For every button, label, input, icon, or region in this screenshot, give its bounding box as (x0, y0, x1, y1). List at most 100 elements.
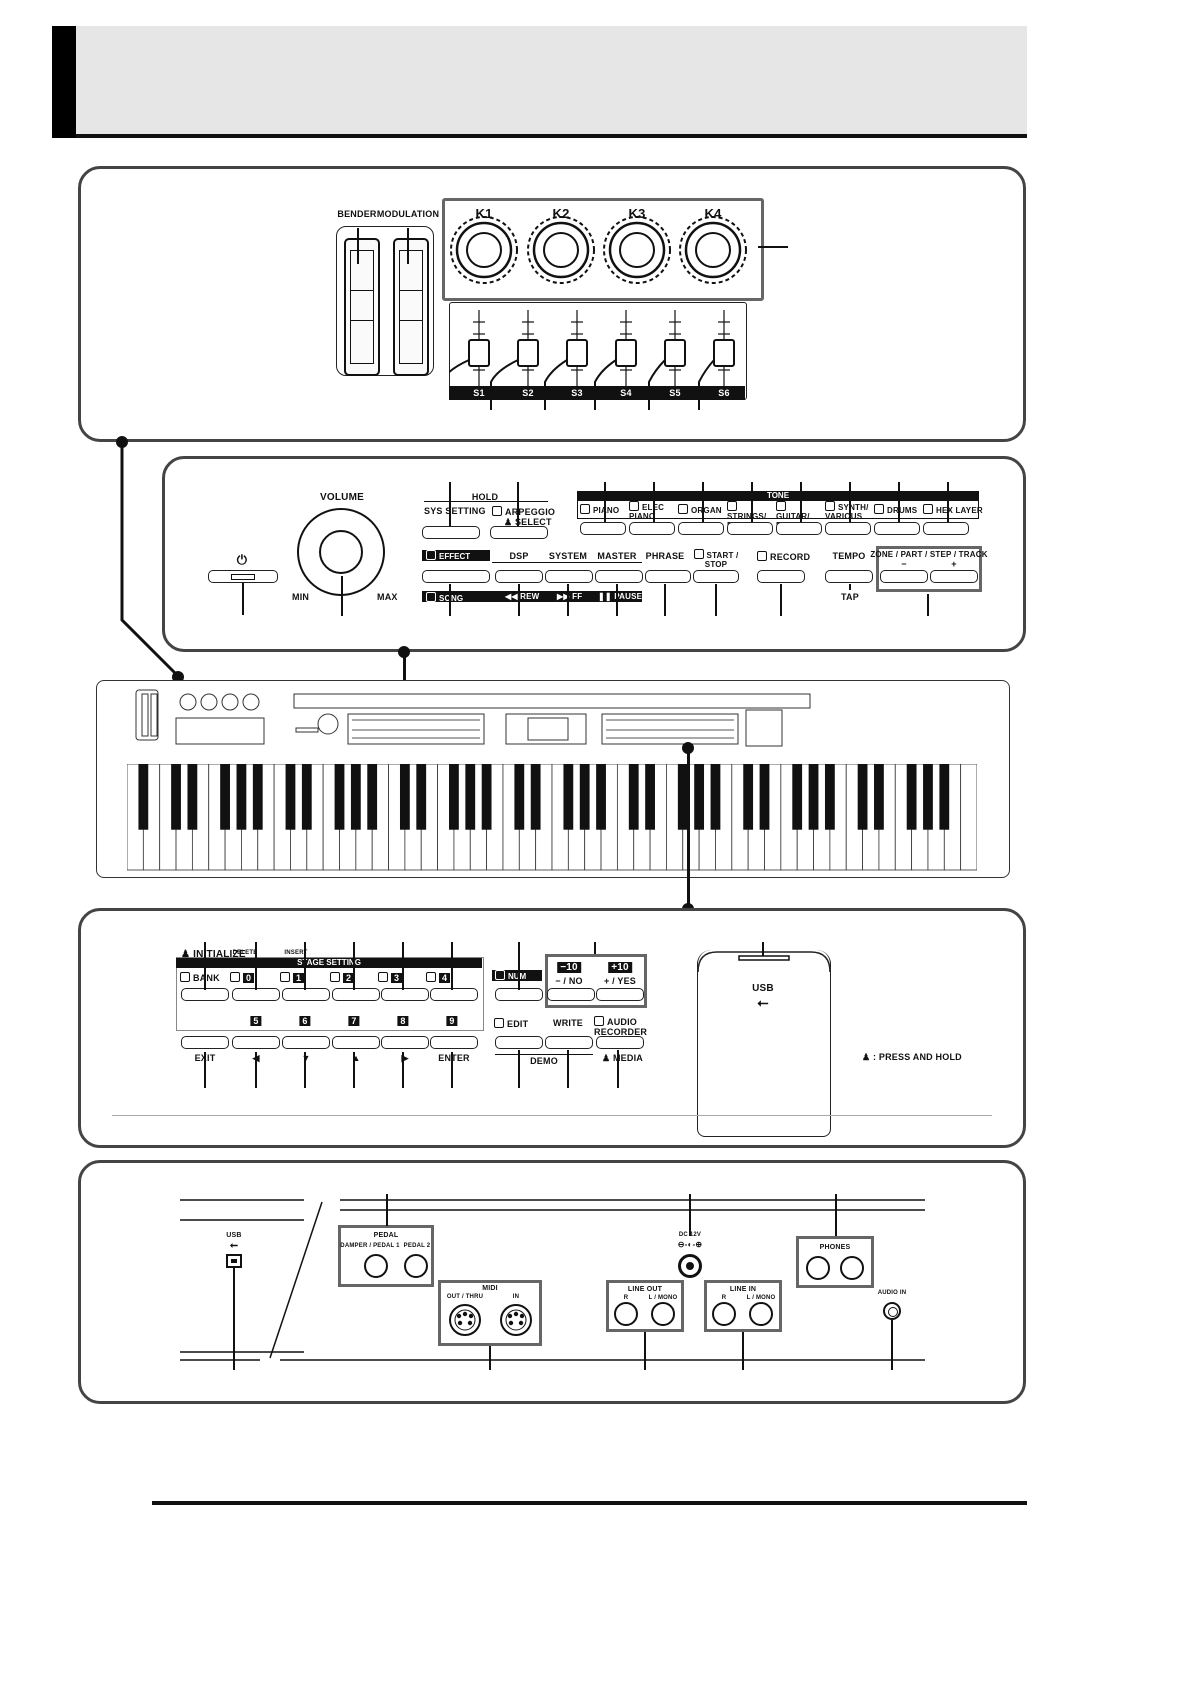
knob-k4[interactable] (679, 216, 747, 284)
black-key[interactable] (874, 764, 884, 830)
black-key[interactable] (694, 764, 705, 830)
black-key[interactable] (939, 764, 950, 830)
black-key[interactable] (759, 764, 770, 830)
record-button[interactable] (757, 570, 805, 583)
effect-button[interactable] (422, 570, 490, 583)
zone-plus-button[interactable] (930, 570, 978, 583)
stage-button-3[interactable] (381, 988, 429, 1001)
tone-button-piano[interactable] (580, 522, 626, 535)
line-in-l-jack[interactable] (749, 1302, 773, 1326)
black-key[interactable] (399, 764, 410, 830)
midi-out-port[interactable] (449, 1304, 481, 1336)
phrase-label: PHRASE (645, 551, 685, 561)
black-key[interactable] (449, 764, 459, 830)
line-in-group-frame (704, 1280, 782, 1332)
black-key[interactable] (236, 764, 247, 830)
tone-button-guitar[interactable] (776, 522, 822, 535)
black-key[interactable] (743, 764, 754, 830)
black-key[interactable] (285, 764, 296, 830)
phrase-button[interactable] (645, 570, 691, 583)
white-key[interactable] (960, 764, 977, 871)
zone-group-frame (876, 546, 982, 592)
pedal-group-frame (338, 1225, 434, 1287)
midi-in-port[interactable] (500, 1304, 532, 1336)
stage-button-2[interactable] (332, 988, 380, 1001)
tone-button-strings[interactable] (727, 522, 773, 535)
knob-k3[interactable] (603, 216, 671, 284)
effect-bar: EFFECT (422, 550, 490, 561)
black-key[interactable] (824, 764, 835, 830)
start-stop-button[interactable] (693, 570, 739, 583)
tempo-button[interactable] (825, 570, 873, 583)
line-out-l-jack[interactable] (651, 1302, 675, 1326)
black-key[interactable] (416, 764, 427, 830)
modulation-wheel[interactable] (393, 238, 429, 376)
stage-button-4[interactable] (430, 988, 478, 1001)
black-key[interactable] (367, 764, 378, 830)
line-in-r-jack[interactable] (712, 1302, 736, 1326)
black-key[interactable] (792, 764, 803, 830)
pedal1-jack[interactable] (364, 1254, 388, 1278)
black-key[interactable] (710, 764, 721, 830)
rear-usb-port[interactable] (226, 1254, 242, 1268)
black-key[interactable] (220, 764, 230, 830)
cursor-down-button[interactable] (282, 1036, 330, 1049)
black-key[interactable] (301, 764, 312, 830)
dsp-button[interactable] (495, 570, 543, 583)
black-key[interactable] (481, 764, 492, 830)
rear-usb-icon: ⭠ (229, 1240, 239, 1251)
power-button[interactable] (208, 570, 278, 583)
black-key[interactable] (138, 764, 149, 830)
knob-k2[interactable] (527, 216, 595, 284)
black-key[interactable] (171, 764, 181, 830)
song-label: SONG (426, 592, 463, 603)
cursor-up-button[interactable] (332, 1036, 380, 1049)
black-key[interactable] (252, 764, 263, 830)
black-key[interactable] (465, 764, 476, 830)
black-key[interactable] (530, 764, 541, 830)
cursor-right-button[interactable] (381, 1036, 429, 1049)
audio-in-jack[interactable] (883, 1302, 901, 1320)
audio-recorder-button[interactable] (596, 1036, 644, 1049)
black-key[interactable] (350, 764, 361, 830)
write-button[interactable] (545, 1036, 593, 1049)
sys-setting-button[interactable] (422, 526, 480, 539)
tone-button-drums[interactable] (874, 522, 920, 535)
phones-jack-2[interactable] (840, 1256, 864, 1280)
tone-button-organ[interactable] (678, 522, 724, 535)
black-key[interactable] (187, 764, 198, 830)
master-button[interactable] (595, 570, 643, 583)
black-key[interactable] (563, 764, 574, 830)
zone-minus-button[interactable] (880, 570, 928, 583)
dc-jack[interactable] (678, 1254, 702, 1278)
exit-button[interactable] (181, 1036, 229, 1049)
phones-jack-1[interactable] (806, 1256, 830, 1280)
bender-wheel[interactable] (344, 238, 380, 376)
black-key[interactable] (808, 764, 819, 830)
tone-button-hex-layer[interactable] (923, 522, 969, 535)
black-key[interactable] (596, 764, 606, 830)
system-button[interactable] (545, 570, 593, 583)
black-key[interactable] (906, 764, 917, 830)
black-key[interactable] (628, 764, 639, 830)
pedal2-jack[interactable] (404, 1254, 428, 1278)
enter-button[interactable] (430, 1036, 478, 1049)
black-key[interactable] (579, 764, 590, 830)
arpeggio-button[interactable] (490, 526, 548, 539)
tone-button-synth[interactable] (825, 522, 871, 535)
black-key[interactable] (857, 764, 868, 830)
black-key[interactable] (677, 764, 688, 830)
line-out-r-jack[interactable] (614, 1302, 638, 1326)
black-key[interactable] (334, 764, 345, 830)
cursor-left-button[interactable] (232, 1036, 280, 1049)
black-key[interactable] (514, 764, 525, 830)
edit-button[interactable] (495, 1036, 543, 1049)
record-label: RECORD (757, 551, 810, 562)
tone-button-elec-piano[interactable] (629, 522, 675, 535)
black-key[interactable] (645, 764, 655, 830)
knob-k1[interactable] (450, 216, 518, 284)
black-key[interactable] (923, 764, 933, 830)
rear-frame-lines (180, 1199, 925, 1361)
no-button[interactable] (547, 988, 595, 1001)
yes-button[interactable] (596, 988, 644, 1001)
